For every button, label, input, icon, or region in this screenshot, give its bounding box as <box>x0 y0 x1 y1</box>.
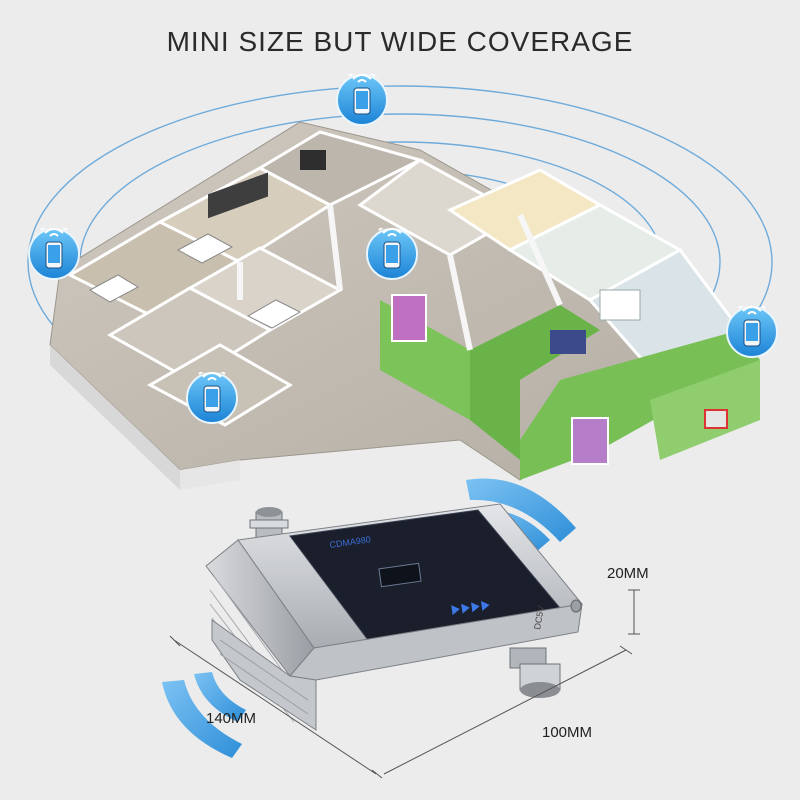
headline: MINI SIZE BUT WIDE COVERAGE <box>166 26 634 57</box>
dc-label: DC5V <box>532 605 546 630</box>
phone-signal-icon <box>336 74 388 126</box>
phone-signal-icon <box>726 306 778 358</box>
dimension-height-label: 20MM <box>607 565 649 582</box>
signal-wave-icon <box>162 672 246 758</box>
dimension-width-label: 100MM <box>542 724 593 741</box>
repeater-device: CDMA980 DC5V <box>205 503 583 731</box>
output-connector <box>509 647 561 698</box>
house-floorplan <box>49 121 760 490</box>
phone-signal-icon <box>28 228 80 280</box>
dimension-lines <box>169 589 640 779</box>
dimension-length-label: 140MM <box>206 710 257 727</box>
